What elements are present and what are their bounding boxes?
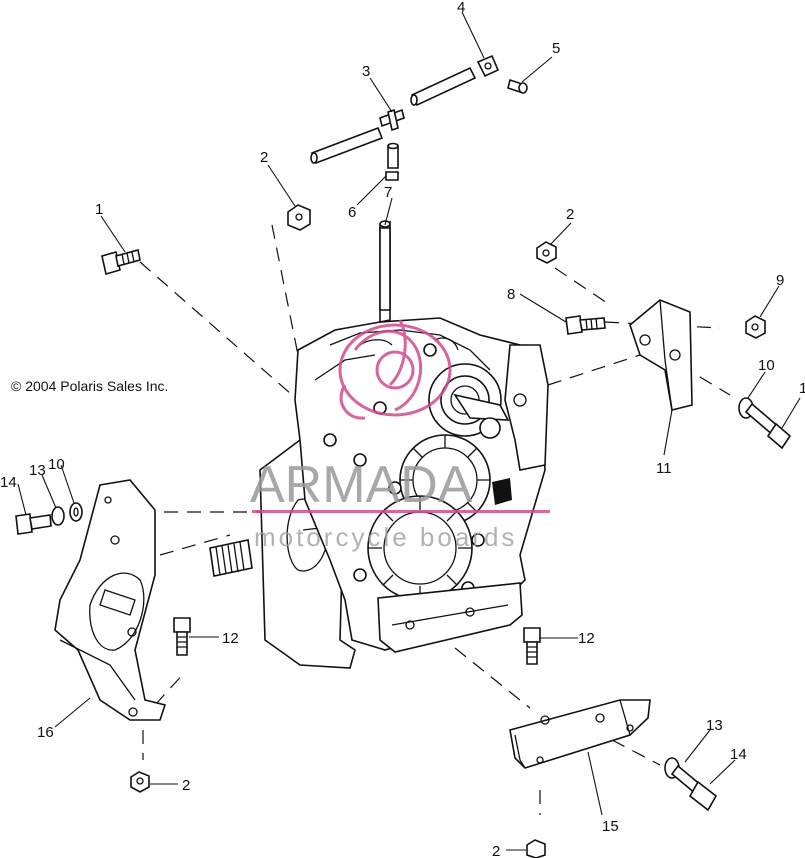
- callout-11: 11: [656, 460, 672, 477]
- bolt-parts: [15, 227, 792, 812]
- callout-13: 13: [29, 462, 46, 479]
- callout-3: 3: [362, 63, 370, 80]
- callout-7: 7: [384, 184, 392, 201]
- callout-14: 14: [0, 474, 17, 491]
- callout-10: 10: [758, 357, 775, 374]
- skid-bracket: [509, 699, 651, 769]
- callout-8: 8: [507, 286, 515, 303]
- watermark-tagline: motorcycle boards: [254, 522, 517, 552]
- callout-16: 16: [37, 724, 54, 741]
- callout-10: 10: [48, 456, 65, 473]
- callout-12: 12: [578, 630, 595, 647]
- callout-15: 15: [602, 818, 619, 835]
- nut-parts: [130, 204, 766, 858]
- callout-6: 6: [348, 204, 356, 221]
- callout-1: 1: [799, 380, 805, 397]
- watermark-brand: ARMADA: [250, 456, 473, 514]
- callout-12: 12: [222, 630, 239, 647]
- callout-2: 2: [492, 843, 500, 858]
- callout-13: 13: [706, 717, 723, 734]
- watermark: ARMADA motorcycle boards: [250, 319, 550, 552]
- watermark-logo: [338, 319, 452, 420]
- callout-1: 1: [95, 201, 103, 218]
- watermark-underline: [252, 510, 550, 513]
- callout-5: 5: [552, 40, 560, 57]
- callout-4: 4: [457, 0, 465, 16]
- vent-hose-assembly: [310, 54, 528, 181]
- callout-9: 9: [776, 272, 784, 289]
- mount-bracket-right: [629, 299, 693, 411]
- callout-leaders: [17, 11, 801, 851]
- mount-bracket-left: [54, 479, 167, 721]
- copyright-notice: © 2004 Polaris Sales Inc.: [11, 378, 168, 394]
- callout-2: 2: [566, 206, 574, 223]
- callout-14: 14: [730, 746, 747, 763]
- transmission-housing: [209, 220, 549, 669]
- callout-2: 2: [260, 149, 268, 166]
- callout-2: 2: [182, 777, 190, 794]
